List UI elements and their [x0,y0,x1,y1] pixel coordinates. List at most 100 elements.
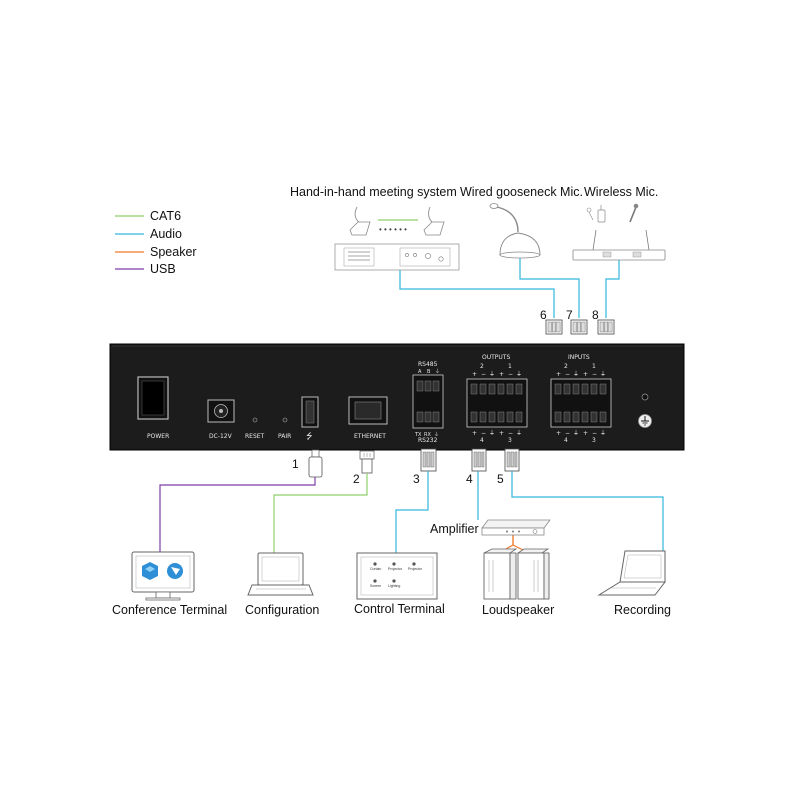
svg-text:−: − [592,371,597,378]
rs232-pin-labels: TX RX ⏚ [414,431,439,438]
inputs-top-pin-marks: + − ⏚ + − ⏚ [556,371,606,378]
port-number-6: 6 [540,308,547,322]
rs-plug-icon [420,448,437,472]
label-loudspeaker: Loudspeaker [482,603,554,617]
legend-label-usb: USB [150,262,176,276]
output-plug-icon-4 [471,448,487,472]
svg-text:• • • • • •: • • • • • • [379,225,407,234]
svg-text:−: − [565,430,570,437]
label-configuration: Configuration [245,603,319,617]
svg-text:⏚: ⏚ [516,371,522,378]
svg-text:+: + [583,371,588,378]
ground-terminal-icon [638,414,652,428]
rj45-plug-icon [359,450,375,474]
svg-text:+: + [499,430,504,437]
svg-text:2: 2 [480,363,484,370]
rs485-pin-labels: A B ⏚ [418,368,440,375]
usb-icon: ⭍ [306,432,313,441]
legend: CAT6 Audio Speaker USB [115,209,197,276]
input-audio-cables [399,258,620,318]
svg-text:4: 4 [564,437,568,444]
svg-text:4: 4 [480,437,484,444]
svg-text:+: + [472,430,477,437]
hand-in-hand-system-icon: • • • • • • [334,206,460,271]
svg-text:1: 1 [508,363,512,370]
control-key-projector-2: Projector [408,567,423,571]
port-number-8: 8 [592,308,599,322]
label-ethernet: ETHERNET [354,433,386,440]
svg-text:RX: RX [424,432,431,438]
port-number-4: 4 [466,472,473,486]
svg-text:⏚: ⏚ [489,371,495,378]
legend-label-audio: Audio [150,227,182,241]
label-wireless: Wireless Mic. [584,185,658,199]
configuration-laptop-icon [247,552,314,596]
svg-text:−: − [565,371,570,378]
usb-port[interactable] [301,396,319,428]
control-key-projector-1: Projector [388,567,403,571]
amplifier-icon [481,519,551,536]
inputs-bottom-channel-labels: 4 3 [564,437,596,444]
port-number-2: 2 [353,472,360,486]
rs485-rs232-terminal[interactable] [412,374,444,429]
svg-text:−: − [481,430,486,437]
status-led [641,393,649,401]
label-conference-terminal: Conference Terminal [112,603,227,617]
legend-label-speaker: Speaker [150,245,197,259]
svg-text:−: − [508,430,513,437]
dc-power-jack[interactable] [207,399,235,423]
control-key-lighting: Lighting [388,584,400,588]
label-gooseneck: Wired gooseneck Mic. [460,185,583,199]
svg-text:+: + [583,430,588,437]
svg-text:+: + [556,430,561,437]
port-number-7: 7 [566,308,573,322]
label-rs232: RS232 [418,437,438,444]
usb-plug-icon [308,449,323,478]
label-hand-in-hand: Hand-in-hand meeting system [290,185,457,199]
label-rs485: RS485 [418,361,438,368]
svg-text:−: − [592,430,597,437]
legend-label-cat6: CAT6 [150,209,181,223]
bottom-cables [159,471,664,558]
port-number-5: 5 [497,472,504,486]
label-reset: RESET [245,433,265,440]
device-rear-panel: POWER DC-12V RESET PAIR ⭍ ETHERNET RS485… [109,343,685,451]
control-key-curtain: Curtain [370,567,381,571]
input-port-numbers: 6 7 8 [540,308,599,322]
conference-terminal-icon [131,551,195,601]
label-dc: DC-12V [209,433,233,440]
inputs-terminal-block[interactable] [550,378,612,428]
recording-laptop-icon [597,550,667,596]
inputs-bottom-pin-marks: + − ⏚ + − ⏚ [556,430,606,437]
svg-text:⏚: ⏚ [435,368,440,375]
svg-text:+: + [556,371,561,378]
svg-text:+: + [472,371,477,378]
svg-text:A: A [418,369,422,375]
port-number-1: 1 [292,457,299,471]
svg-text:⏚: ⏚ [600,430,606,437]
label-outputs: OUTPUTS [482,354,510,361]
outputs-bottom-channel-labels: 4 3 [480,437,512,444]
reset-button[interactable] [252,417,258,423]
inputs-top-channel-labels: 2 1 [564,363,596,370]
svg-text:−: − [481,371,486,378]
label-inputs: INPUTS [568,354,590,361]
svg-text:⏚: ⏚ [573,430,579,437]
svg-text:2: 2 [564,363,568,370]
label-recording: Recording [614,603,671,617]
ethernet-port[interactable] [348,396,388,425]
gooseneck-mic-icon [489,203,541,259]
svg-text:−: − [508,371,513,378]
svg-text:⏚: ⏚ [489,430,495,437]
output-plug-icon-5 [504,448,520,472]
svg-text:⏚: ⏚ [516,430,522,437]
pair-button[interactable] [282,417,288,423]
wireless-mic-icon [572,203,666,261]
loudspeaker-icon [483,548,550,600]
outputs-top-pin-marks: + − ⏚ + − ⏚ [472,371,522,378]
svg-text:⏚: ⏚ [600,371,606,378]
outputs-terminal-block[interactable] [466,378,528,428]
port-number-3: 3 [413,472,420,486]
